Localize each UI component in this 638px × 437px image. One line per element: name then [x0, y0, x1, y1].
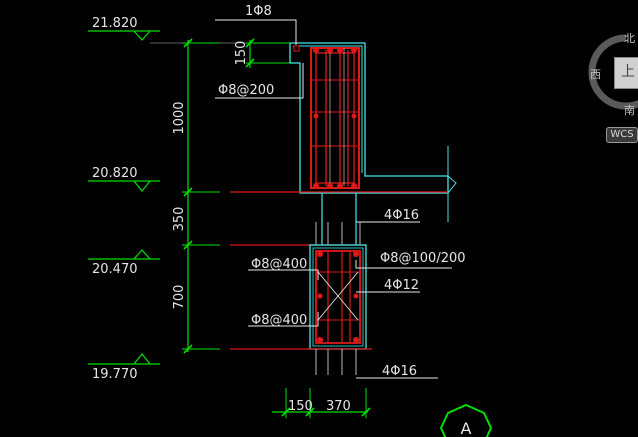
upper-beam-section[interactable] [230, 42, 457, 222]
compass-west-label[interactable]: 西 [590, 68, 601, 81]
compass-north-label[interactable]: 北 [624, 32, 635, 45]
leader-left-bottom: Φ8@400 [248, 312, 319, 328]
leader-bottom-bars: 4Φ16 [356, 364, 438, 379]
elevation-marker-top: 21.820 [88, 16, 300, 44]
view-cube-face[interactable]: 上 [614, 57, 638, 89]
dim-700-text: 700 [172, 285, 187, 310]
wcs-button[interactable]: WCS [606, 127, 638, 143]
dim-150-top-text: 150 [234, 41, 249, 66]
leader-side-bars: 4Φ12 [356, 278, 420, 293]
vertical-dimension-chain: 1000 350 700 [172, 38, 220, 354]
dimension-150-top: 150 [234, 38, 300, 68]
compass-south-label[interactable]: 南 [624, 104, 635, 117]
connecting-column[interactable] [230, 193, 365, 246]
compass-ring[interactable] [588, 34, 638, 110]
elevation-lower-beam-top-text: 20.470 [92, 262, 138, 277]
label-top-bar: 1Φ8 [245, 4, 272, 19]
dim-1000-text: 1000 [172, 101, 187, 134]
elevation-marker-beam-bottom: 20.820 [88, 166, 160, 192]
elevation-marker-bottom: 19.770 [88, 353, 160, 382]
dim-350-text: 350 [172, 207, 187, 232]
lower-beam-rebar-dots [317, 251, 359, 343]
elevation-bottom-text: 19.770 [92, 367, 138, 382]
label-side-bars: 4Φ12 [384, 278, 419, 293]
upper-beam-rebar-dots [313, 47, 357, 189]
lower-beam-section[interactable] [230, 244, 372, 375]
label-upper-stirrup: Φ8@200 [218, 83, 274, 98]
label-bottom-bars: 4Φ16 [382, 364, 417, 379]
section-marker[interactable]: A [439, 403, 493, 437]
section-marker-label: A [461, 419, 472, 437]
leader-mid-bars: 4Φ16 [356, 208, 420, 223]
leader-top-bar: 1Φ8 [215, 4, 297, 45]
elevation-marker-lower-beam-top: 20.470 [88, 249, 160, 277]
label-lower-stirrup: Φ8@100/200 [380, 251, 466, 266]
label-mid-bars: 4Φ16 [384, 208, 419, 223]
leader-upper-stirrup: Φ8@200 [215, 63, 304, 99]
horizontal-dimension-chain: 150 370 [272, 388, 371, 418]
dim-150-bottom-text: 150 [288, 399, 313, 414]
leader-lower-stirrup: Φ8@100/200 [355, 251, 466, 269]
label-left-bottom: Φ8@400 [251, 313, 307, 328]
elevation-beam-bottom-text: 20.820 [92, 166, 138, 181]
elevation-top-text: 21.820 [92, 16, 138, 31]
leader-left-top: Φ8@400 [248, 257, 319, 280]
dim-370-text: 370 [326, 399, 351, 414]
label-left-top: Φ8@400 [251, 257, 307, 272]
